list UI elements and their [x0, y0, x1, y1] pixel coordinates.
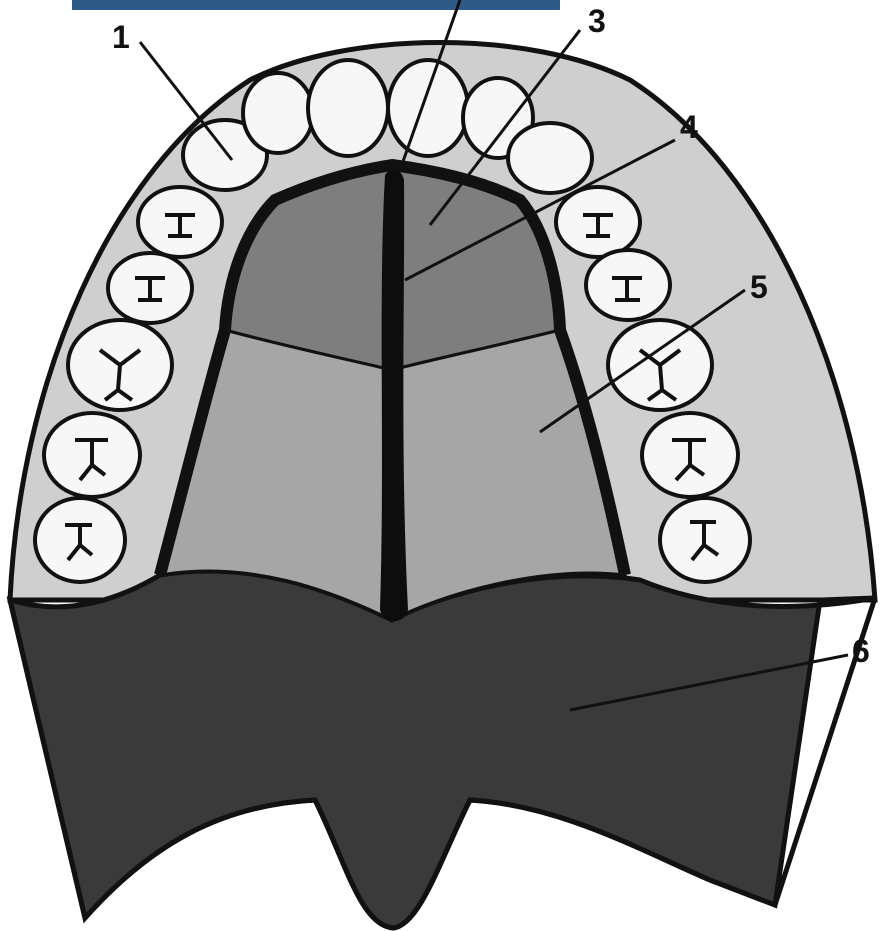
soft-palate [10, 571, 875, 928]
callout-label-4: 4 [680, 109, 698, 145]
tooth-l2 [243, 73, 313, 153]
callout-label-3: 3 [588, 3, 606, 39]
tooth-l1 [308, 60, 388, 156]
tooth-r3 [508, 123, 592, 193]
tooth-r1 [388, 60, 468, 156]
callout-label-1: 1 [112, 19, 130, 55]
callout-label-6: 6 [852, 633, 870, 669]
callout-label-5: 5 [750, 269, 768, 305]
